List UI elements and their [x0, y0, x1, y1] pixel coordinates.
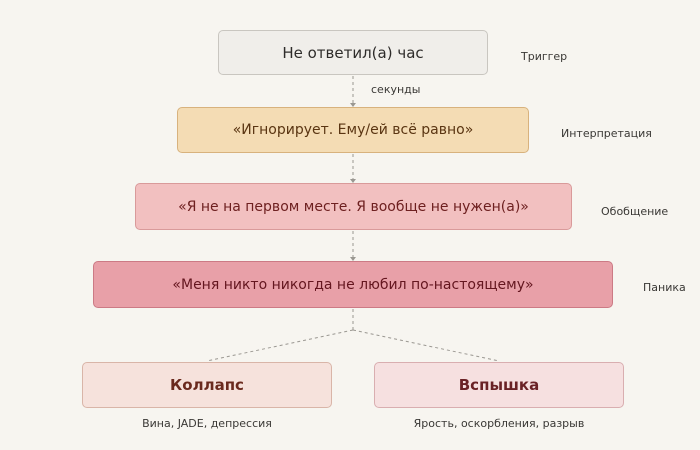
- panic-stage-label: Паника: [643, 281, 686, 294]
- arrowhead-interpretation: [350, 103, 356, 107]
- collapse-box: Коллапс: [82, 362, 332, 408]
- panic-text: «Меня никто никогда не любил по-настояще…: [172, 276, 534, 293]
- collapse-text: Коллапс: [170, 376, 244, 394]
- trigger-text: Не ответил(а) час: [282, 43, 424, 62]
- generalization-text: «Я не на первом месте. Я вообще не нужен…: [178, 198, 529, 215]
- arrowhead-panic: [350, 257, 356, 261]
- transition-label: секунды: [371, 83, 421, 96]
- panic-box: «Меня никто никогда не любил по-настояще…: [93, 261, 613, 308]
- collapse-caption: Вина, JADE, депрессия: [142, 417, 272, 430]
- flash-caption: Ярость, оскорбления, разрыв: [413, 417, 585, 430]
- connector-branch-to-flash: [352, 329, 500, 362]
- interpretation-text: «Игнорирует. Ему/ей всё равно»: [232, 122, 474, 138]
- flash-text: Вспышка: [458, 376, 540, 394]
- arrowhead-generalization: [350, 179, 356, 183]
- trigger-stage-label: Триггер: [521, 50, 568, 63]
- generalization-box: «Я не на первом месте. Я вообще не нужен…: [135, 183, 572, 230]
- trigger-box: Не ответил(а) час: [218, 30, 488, 75]
- interpretation-box: «Игнорирует. Ему/ей всё равно»: [177, 107, 529, 153]
- interpretation-stage-label: Интерпретация: [561, 127, 652, 140]
- connector-branch-to-collapse: [206, 329, 354, 362]
- flash-box: Вспышка: [374, 362, 624, 408]
- generalization-stage-label: Обобщение: [601, 205, 669, 218]
